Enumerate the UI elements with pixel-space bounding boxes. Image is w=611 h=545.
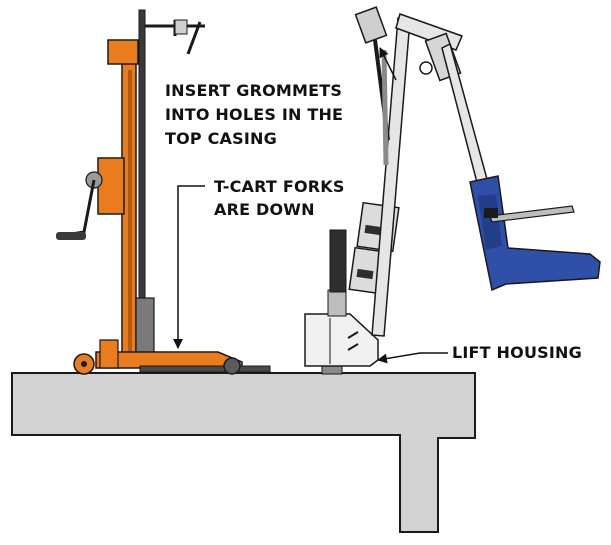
lift-upper-actuator — [354, 6, 388, 44]
lift-seat — [469, 175, 601, 292]
t-cart-base — [95, 351, 243, 369]
leader-housing — [377, 352, 448, 364]
callout-lift-housing: LIFT HOUSING — [452, 343, 582, 362]
callout-forks-line2: ARE DOWN — [214, 200, 315, 219]
t-cart-forks — [139, 365, 271, 373]
callout-grommets-line1: INSERT GROMMETS — [165, 81, 343, 100]
lift-mount-post — [321, 365, 343, 375]
t-cart-actuator — [135, 297, 155, 357]
t-cart — [56, 9, 271, 375]
leader-forks — [173, 185, 205, 349]
lift-seat-arm — [441, 42, 491, 196]
lift-bellows — [327, 289, 347, 317]
t-cart-winch-box — [97, 157, 125, 215]
t-cart-top-cap — [107, 39, 139, 65]
callout-grommets-line2: INTO HOLES IN THE — [165, 105, 344, 124]
lift-seat-armrest — [489, 205, 575, 223]
callout-forks-line1: T-CART FORKS — [214, 177, 345, 196]
lift-housing — [304, 313, 379, 367]
t-cart-wheel-front — [223, 357, 241, 375]
pool-deck — [11, 372, 476, 533]
t-cart-crank — [59, 179, 96, 238]
leader-grommets — [379, 47, 397, 81]
callout-grommets-line3: TOP CASING — [165, 129, 277, 148]
pool-lift — [304, 6, 601, 375]
